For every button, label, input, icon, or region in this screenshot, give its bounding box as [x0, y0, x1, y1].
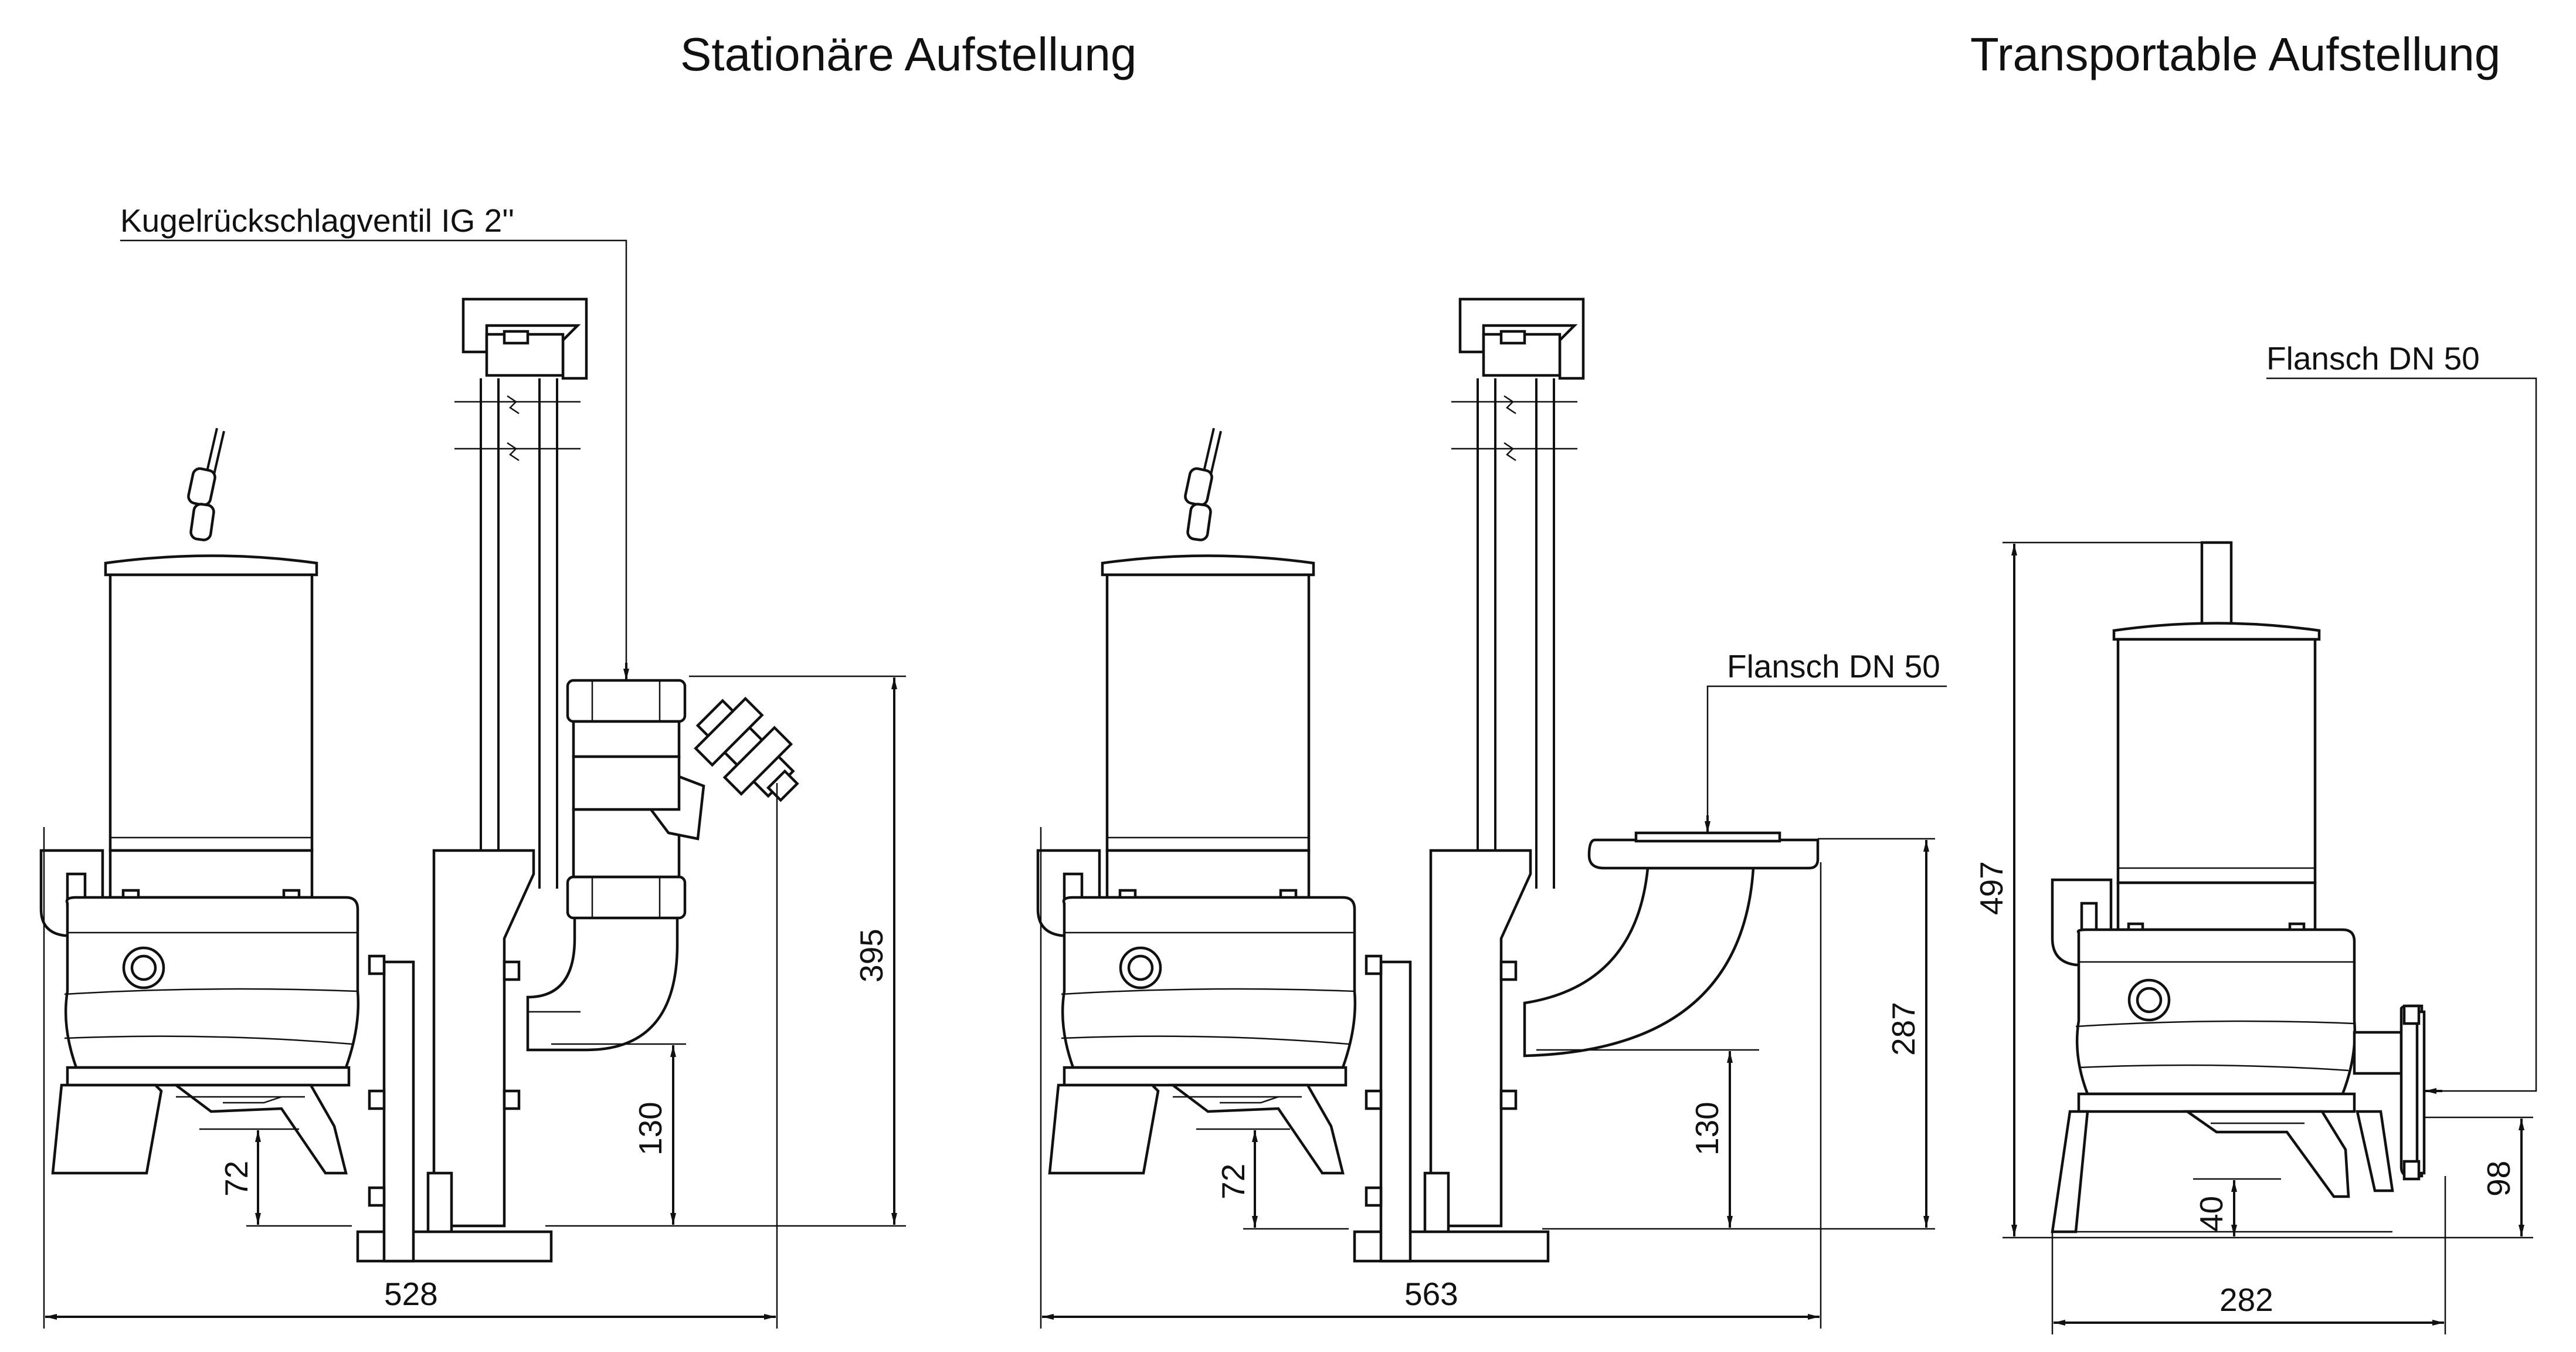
dim-right-width: 282 — [2219, 1282, 2273, 1318]
pump-view-stationary-flange: Flansch DN 50 287 130 72 563 — [1038, 299, 1947, 1329]
callout-flange-right: Flansch DN 50 — [2266, 340, 2480, 377]
dim-middle-width: 563 — [1404, 1276, 1458, 1312]
dim-left-height-total: 395 — [853, 929, 890, 982]
title-stationary: Stationäre Aufstellung — [680, 28, 1136, 80]
callout-flange-middle: Flansch DN 50 — [1727, 648, 1940, 685]
callout-check-valve: Kugelrückschlagventil IG 2'' — [120, 202, 514, 239]
dim-left-width: 528 — [384, 1276, 438, 1312]
dim-right-height-total: 497 — [1973, 861, 2010, 915]
dim-middle-height-base: 72 — [1215, 1164, 1251, 1199]
pump-view-transportable: Flansch DN 50 497 98 40 282 — [1973, 340, 2537, 1334]
title-transportable: Transportable Aufstellung — [1970, 28, 2500, 80]
dim-right-height-base: 40 — [2193, 1196, 2229, 1232]
pump-view-stationary-valve: Kugelrückschlagventil IG 2'' 395 130 72 … — [41, 202, 906, 1329]
dim-left-height-base: 72 — [218, 1161, 254, 1197]
dim-left-height-outlet: 130 — [632, 1102, 668, 1156]
dim-middle-height-outlet: 130 — [1689, 1102, 1725, 1156]
dim-middle-height-total: 287 — [1885, 1002, 1922, 1056]
dim-right-height-outlet: 98 — [2480, 1161, 2517, 1197]
